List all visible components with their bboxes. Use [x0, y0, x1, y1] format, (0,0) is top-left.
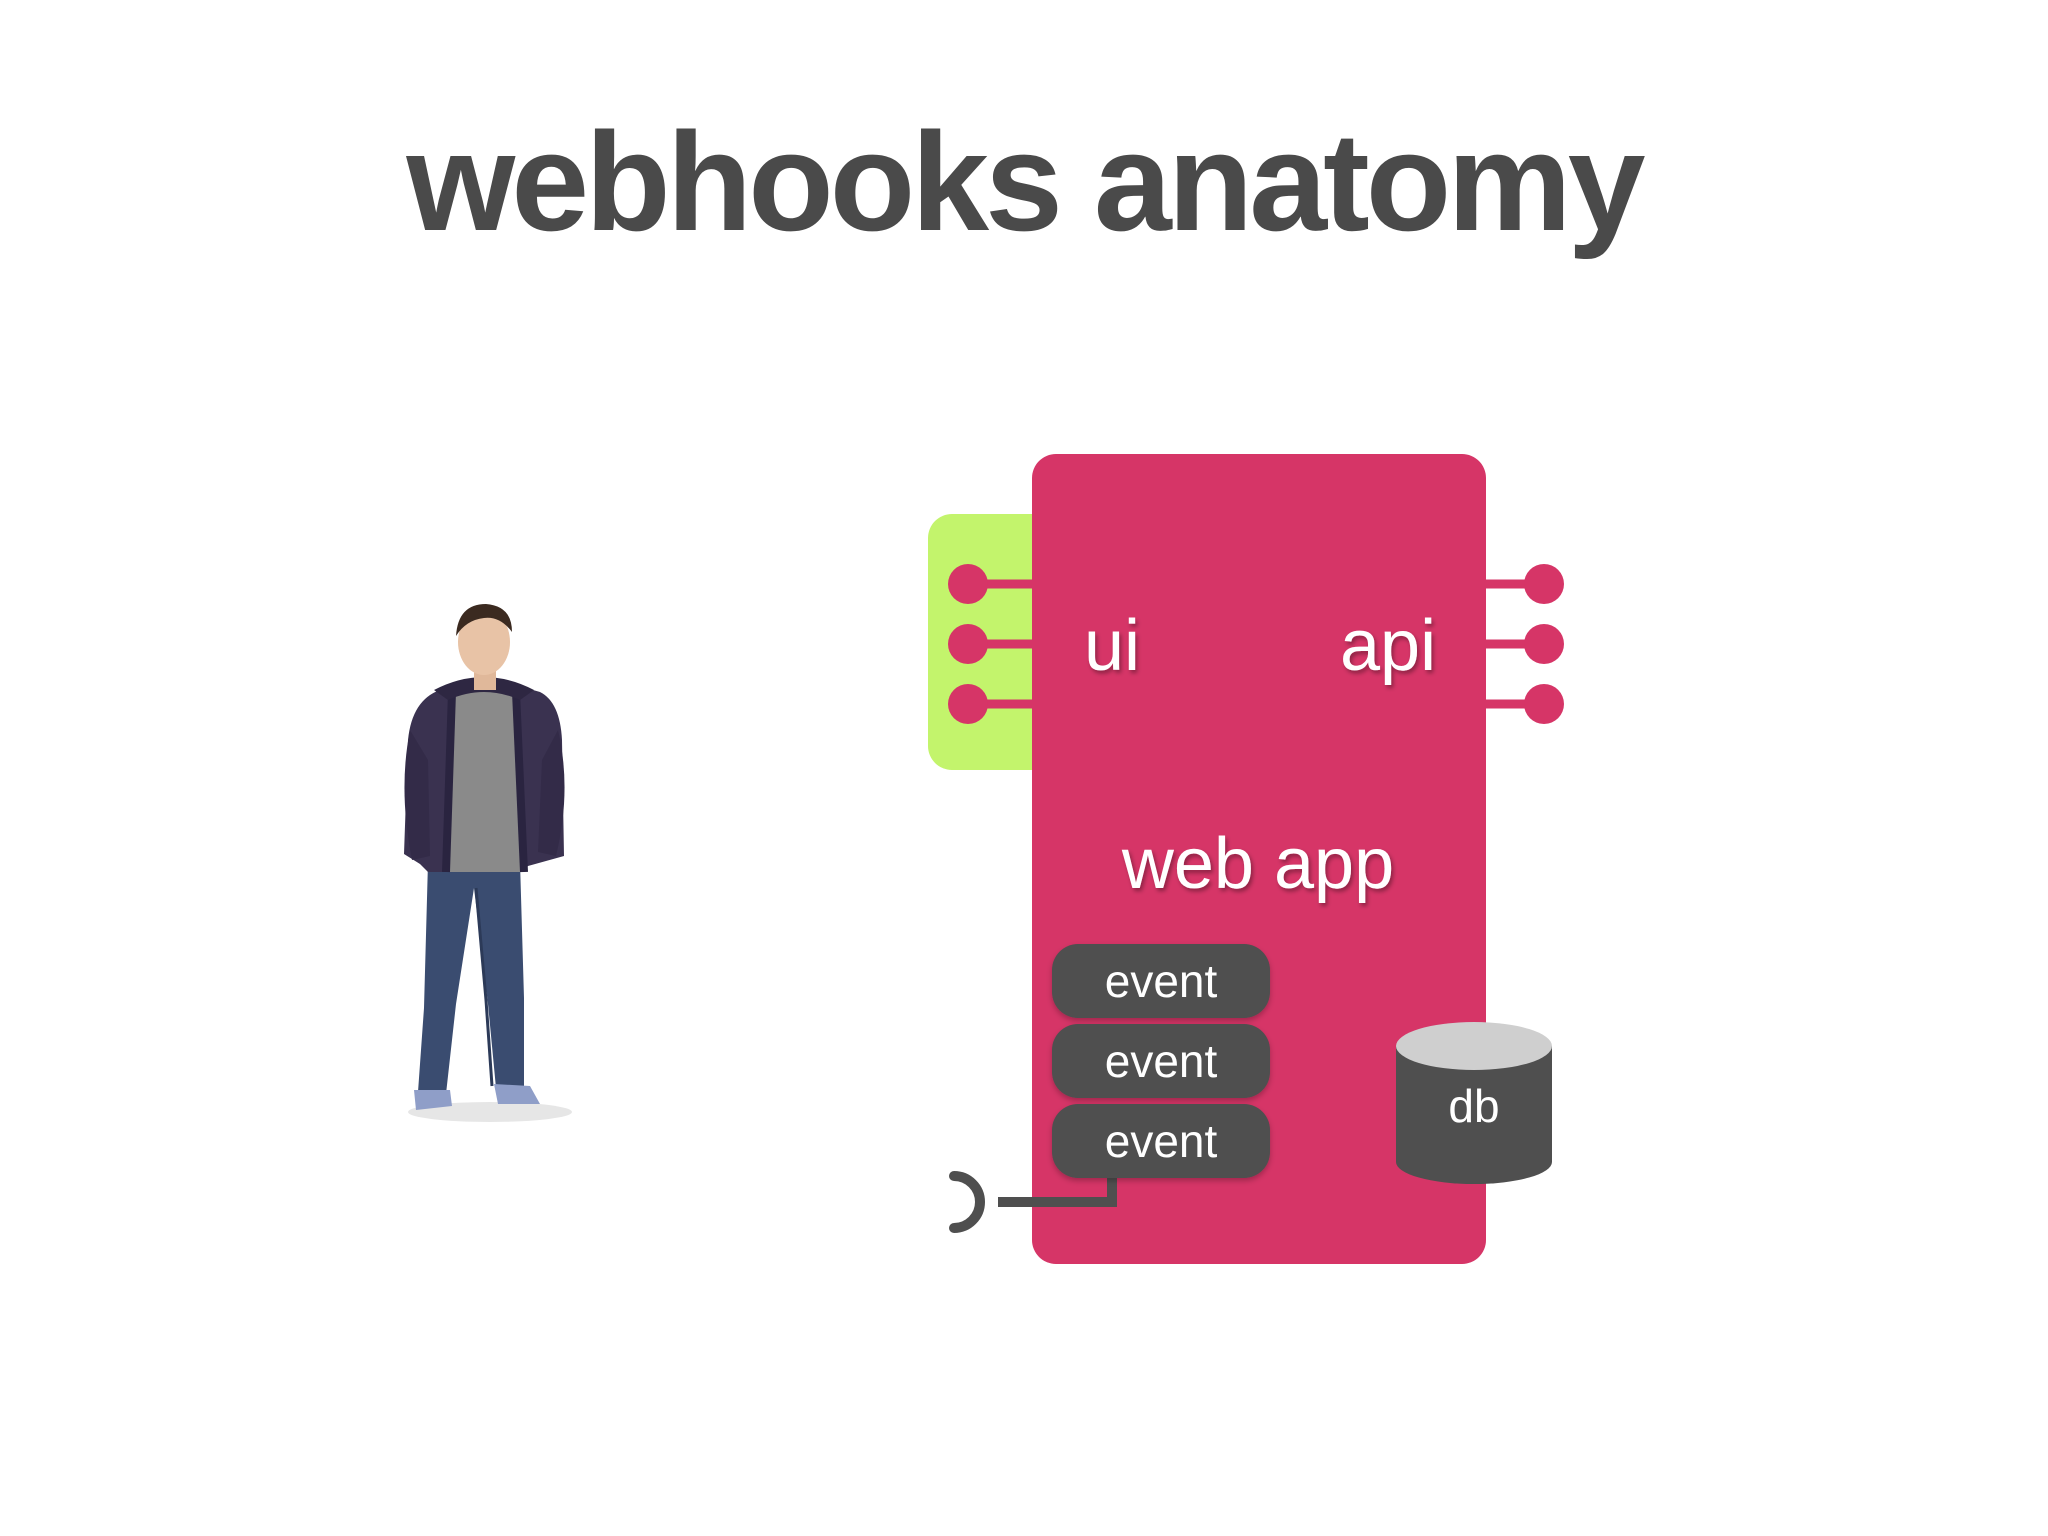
- db-label: db: [1448, 1080, 1499, 1132]
- event-label: event: [1105, 955, 1218, 1007]
- slide-title: webhooks anatomy: [406, 103, 1645, 260]
- person-figure-icon: [404, 604, 572, 1122]
- ui-label: ui: [1084, 606, 1140, 686]
- api-connectors: [1486, 564, 1564, 724]
- event-pill: event: [1052, 1024, 1270, 1098]
- webhook-hook-icon: [949, 1168, 1117, 1233]
- api-label: api: [1340, 606, 1436, 686]
- ui-connectors: [948, 564, 1032, 724]
- event-queue: event event event: [1052, 944, 1270, 1178]
- event-pill: event: [1052, 944, 1270, 1018]
- event-label: event: [1105, 1115, 1218, 1167]
- event-label: event: [1105, 1035, 1218, 1087]
- web-app-label: web app: [1121, 824, 1394, 904]
- event-pill: event: [1052, 1104, 1270, 1178]
- database-cylinder-icon: db: [1396, 1022, 1552, 1184]
